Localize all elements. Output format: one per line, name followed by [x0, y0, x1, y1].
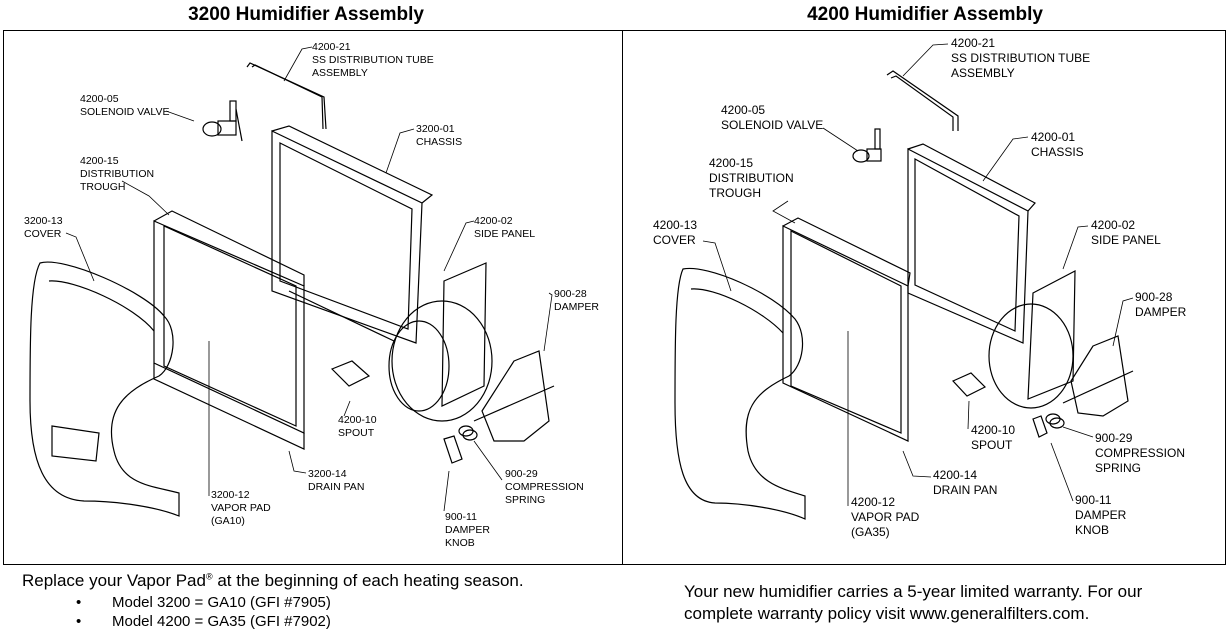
vapor-pad-drawing [782, 217, 911, 442]
replacement-text: Replace your Vapor Pad [22, 571, 206, 590]
spring-part-name-2: SPRING [1095, 461, 1141, 475]
vapor-pad-part-name: VAPOR PAD [211, 502, 271, 514]
right-assembly-title: 4200 Humidifier Assembly [807, 4, 1043, 25]
bullet-model-4200: • Model 4200 = GA35 (GFI #7902) [76, 612, 612, 631]
vapor-pad-part-number: 4200-12 [851, 495, 895, 509]
warranty-note: Your new humidifier carries a 5-year lim… [684, 581, 1214, 625]
cover-part-name: COVER [653, 233, 696, 247]
spout-part-number: 4200-10 [338, 414, 377, 426]
spring-part-number: 900-29 [1095, 431, 1133, 445]
knob-drawing [443, 435, 463, 464]
knob-part-name-2: KNOB [1075, 523, 1109, 537]
spring-part-name: COMPRESSION [1095, 446, 1185, 460]
replacement-sentence: Replace your Vapor Pad® at the beginning… [22, 571, 612, 591]
trough-part-name: DISTRIBUTION [80, 168, 154, 180]
spring-drawing [1045, 413, 1065, 429]
damper-drawing [473, 350, 555, 442]
trough-part-number: 4200-15 [80, 155, 119, 167]
trough-part-name-2: TROUGH [709, 186, 761, 200]
spout-drawing [951, 372, 987, 397]
spring-part-name: COMPRESSION [505, 481, 584, 493]
knob-part-name: DAMPER [1075, 508, 1127, 522]
cover-drawing [674, 267, 806, 520]
tube-part-name-2: ASSEMBLY [951, 66, 1015, 80]
left-assembly-title: 3200 Humidifier Assembly [188, 4, 424, 25]
knob-part-number: 900-11 [445, 511, 477, 523]
side-panel-drawing [388, 262, 493, 422]
left-exploded-diagram: 4200-21 SS DISTRIBUTION TUBE ASSEMBLY 42… [24, 41, 599, 549]
damper-drawing [1062, 335, 1134, 417]
vapor-pad-replacement-note: Replace your Vapor Pad® at the beginning… [22, 571, 612, 631]
side-panel-part-name: SIDE PANEL [1091, 233, 1161, 247]
distribution-tube-drawing [886, 70, 959, 131]
tube-part-number: 4200-21 [312, 41, 351, 53]
vapor-pad-part-number: 3200-12 [211, 489, 250, 501]
spring-part-name-2: SPRING [505, 494, 545, 506]
cover-part-name: COVER [24, 228, 62, 240]
trough-part-number: 4200-15 [709, 156, 753, 170]
vapor-pad-model: (GA35) [851, 525, 890, 539]
chassis-part-name: CHASSIS [1031, 145, 1084, 159]
tube-part-name: SS DISTRIBUTION TUBE [951, 51, 1090, 65]
side-panel-part-name: SIDE PANEL [474, 228, 535, 240]
warranty-line-2: complete warranty policy visit www.gener… [684, 604, 1090, 623]
vapor-pad-model: (GA10) [211, 515, 245, 527]
solenoid-valve-drawing [202, 100, 243, 142]
spout-drawing [330, 360, 371, 387]
chassis-drawing [907, 143, 1036, 344]
chassis-part-name: CHASSIS [416, 136, 462, 148]
drain-pan-part-number: 3200-14 [308, 468, 347, 480]
trough-part-name: DISTRIBUTION [709, 171, 794, 185]
damper-part-number: 900-28 [1135, 290, 1173, 304]
chassis-drawing [271, 125, 434, 344]
knob-drawing [1032, 415, 1048, 438]
left-diagram-panel: 4200-21 SS DISTRIBUTION TUBE ASSEMBLY 42… [3, 30, 623, 565]
side-panel-part-number: 4200-02 [474, 215, 513, 227]
vapor-pad-part-name: VAPOR PAD [851, 510, 920, 524]
knob-part-number: 900-11 [1075, 493, 1112, 507]
trough-part-name-2: TROUGH [80, 181, 126, 193]
chassis-part-number: 4200-01 [1031, 130, 1075, 144]
bullet-icon: • [76, 613, 82, 630]
cover-part-number: 4200-13 [653, 218, 697, 232]
valve-part-name: SOLENOID VALVE [80, 106, 169, 118]
registered-mark: ® [205, 571, 213, 582]
replacement-text-rest: at the beginning of each heating season. [212, 571, 524, 590]
spout-part-name: SPOUT [338, 427, 375, 439]
tube-part-number: 4200-21 [951, 36, 995, 50]
spout-part-name: SPOUT [971, 438, 1013, 452]
warranty-line-1: Your new humidifier carries a 5-year lim… [684, 582, 1143, 601]
damper-part-number: 900-28 [554, 288, 587, 300]
vapor-pad-drawing [153, 210, 305, 450]
spring-part-number: 900-29 [505, 468, 538, 480]
valve-part-name: SOLENOID VALVE [721, 118, 823, 132]
chassis-part-number: 3200-01 [416, 123, 455, 135]
model-4200-pad: Model 4200 = GA35 (GFI #7902) [112, 613, 331, 630]
valve-part-number: 4200-05 [80, 93, 119, 105]
spring-drawing [458, 425, 478, 441]
knob-part-name-2: KNOB [445, 537, 475, 549]
damper-part-name: DAMPER [554, 301, 599, 313]
valve-part-number: 4200-05 [721, 103, 765, 117]
side-panel-drawing [988, 269, 1076, 409]
right-exploded-diagram: 4200-21 SS DISTRIBUTION TUBE ASSEMBLY 42… [653, 36, 1187, 539]
model-3200-pad: Model 3200 = GA10 (GFI #7905) [112, 594, 331, 611]
drain-pan-part-number: 4200-14 [933, 468, 977, 482]
spout-part-number: 4200-10 [971, 423, 1015, 437]
cover-drawing [29, 261, 180, 517]
drain-pan-part-name: DRAIN PAN [933, 483, 997, 497]
drain-pan-part-name: DRAIN PAN [308, 481, 364, 493]
solenoid-valve-drawing [852, 128, 882, 163]
bullet-model-3200: • Model 3200 = GA10 (GFI #7905) [76, 593, 612, 612]
bullet-icon: • [76, 594, 82, 611]
right-diagram-panel: 4200-21 SS DISTRIBUTION TUBE ASSEMBLY 42… [622, 30, 1226, 565]
tube-part-name: SS DISTRIBUTION TUBE [312, 54, 434, 66]
tube-part-name-2: ASSEMBLY [312, 67, 368, 79]
knob-part-name: DAMPER [445, 524, 490, 536]
side-panel-part-number: 4200-02 [1091, 218, 1135, 232]
cover-part-number: 3200-13 [24, 215, 63, 227]
damper-part-name: DAMPER [1135, 305, 1187, 319]
